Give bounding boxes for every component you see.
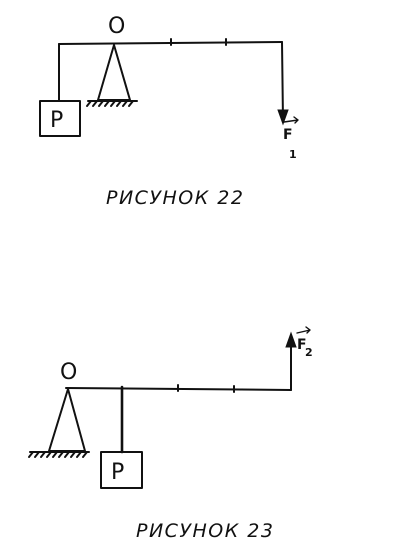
weight-label: P xyxy=(111,460,124,485)
force-label-f1: F 1 xyxy=(283,116,299,161)
svg-text:F: F xyxy=(283,127,293,143)
caption-figure-22: РИСУНОК 22 xyxy=(106,187,244,209)
weight-label: P xyxy=(50,108,63,133)
force-arrow-shaft xyxy=(281,41,284,122)
vector-arrow-icon xyxy=(283,116,299,124)
pivot-label: O xyxy=(108,14,125,39)
svg-text:1: 1 xyxy=(289,148,297,161)
figure-23: P O F 2 РИСУНОК 23 xyxy=(28,326,313,542)
caption-figure-23: РИСУНОК 23 xyxy=(136,520,274,542)
ground-hatching xyxy=(86,100,134,107)
svg-text:F: F xyxy=(297,337,307,353)
pivot-label: O xyxy=(60,360,77,385)
force-arrow-head xyxy=(277,109,289,126)
fulcrum-triangle xyxy=(97,44,131,101)
svg-text:2: 2 xyxy=(305,346,313,359)
vector-arrow-icon xyxy=(296,326,311,334)
fulcrum-triangle xyxy=(48,388,86,452)
weight-box xyxy=(100,451,143,489)
weight-box xyxy=(39,100,81,137)
force-arrow-head xyxy=(285,331,297,348)
force-label-f2: F 2 xyxy=(296,326,313,359)
ground-hatching xyxy=(28,451,88,458)
figure-22: P O F 1 РИСУНОК 22 xyxy=(39,14,299,209)
